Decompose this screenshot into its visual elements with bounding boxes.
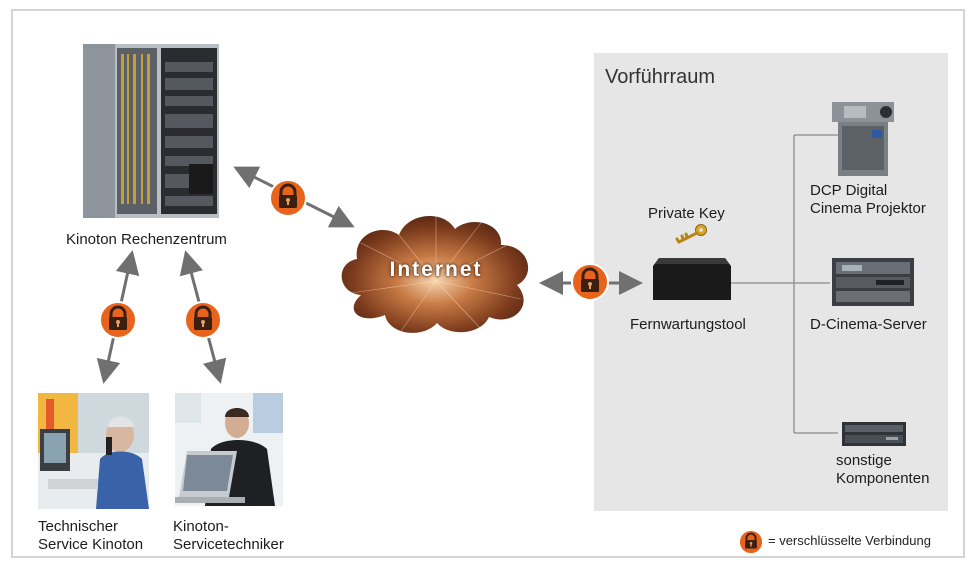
server-image bbox=[832, 258, 914, 306]
internet-cloud bbox=[341, 216, 529, 333]
legend-padlock-icon bbox=[738, 529, 764, 555]
technician-label-1: Kinoton- bbox=[173, 518, 229, 535]
internet-label: Internet bbox=[389, 258, 483, 281]
technician-photo bbox=[175, 393, 283, 506]
components-label-1: sonstige bbox=[836, 452, 892, 469]
projection-room-title: Vorführraum bbox=[605, 66, 716, 88]
padlock-icon bbox=[99, 301, 137, 339]
technician-label-2: Servicetechniker bbox=[173, 536, 284, 553]
padlock-icon bbox=[269, 179, 307, 217]
private-key-label: Private Key bbox=[648, 205, 725, 222]
service-photo bbox=[38, 393, 149, 509]
service-label-1: Technischer bbox=[38, 518, 119, 535]
service-label-2: Service Kinoton bbox=[38, 536, 144, 553]
projector-label-2: Cinema Projektor bbox=[810, 200, 926, 217]
components-label-2: Komponenten bbox=[836, 470, 930, 487]
tool-label: Fernwartungstool bbox=[630, 316, 746, 333]
server-label: D-Cinema-Server bbox=[810, 316, 927, 333]
datacenter-label: Kinoton Rechenzentrum bbox=[66, 231, 227, 248]
datacenter-photo bbox=[83, 44, 219, 218]
key-icon bbox=[675, 224, 707, 244]
padlock-icon bbox=[571, 263, 609, 301]
legend-text: = verschlüsselte Verbindung bbox=[768, 533, 931, 548]
padlock-icon bbox=[184, 301, 222, 339]
remote-maintenance-box bbox=[653, 258, 731, 300]
components-image bbox=[842, 422, 906, 446]
projector-image bbox=[832, 102, 894, 176]
equipment-bus bbox=[731, 134, 838, 434]
projector-label-1: DCP Digital bbox=[810, 182, 888, 199]
